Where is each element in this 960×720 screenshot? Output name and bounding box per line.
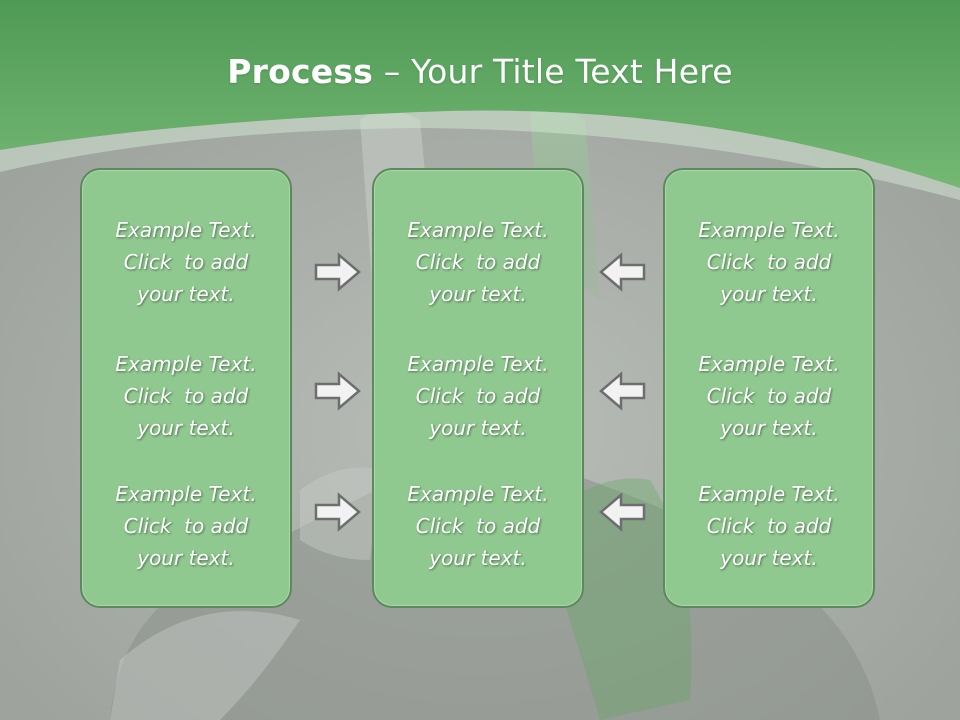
text-placeholder[interactable]: Example Text. Click to add your text.	[82, 214, 290, 310]
text-line: Click to add	[415, 514, 541, 538]
right-arrow-icon[interactable]	[313, 370, 363, 412]
text-placeholder[interactable]: Example Text. Click to add your text.	[82, 478, 290, 574]
right-arrow-icon[interactable]	[313, 251, 363, 293]
text-line: Click to add	[706, 384, 832, 408]
text-line: Click to add	[415, 384, 541, 408]
left-text-box[interactable]: Example Text. Click to add your text. Ex…	[80, 168, 292, 608]
title-rest-part: – Your Title Text Here	[373, 52, 733, 91]
text-line: your text.	[137, 282, 235, 306]
text-line: Example Text.	[407, 352, 549, 376]
text-line: Example Text.	[115, 218, 257, 242]
text-line: your text.	[720, 546, 818, 570]
center-text-box[interactable]: Example Text. Click to add your text. Ex…	[372, 168, 584, 608]
title-bold-part: Process	[227, 52, 374, 91]
left-arrow-icon[interactable]	[597, 491, 647, 533]
text-placeholder[interactable]: Example Text. Click to add your text.	[665, 478, 873, 574]
right-arrow-icon[interactable]	[313, 491, 363, 533]
text-line: Example Text.	[407, 218, 549, 242]
text-line: your text.	[429, 416, 527, 440]
header-band	[0, 0, 960, 200]
left-arrow-icon[interactable]	[597, 251, 647, 293]
text-placeholder[interactable]: Example Text. Click to add your text.	[374, 348, 582, 444]
right-text-box[interactable]: Example Text. Click to add your text. Ex…	[663, 168, 875, 608]
text-placeholder[interactable]: Example Text. Click to add your text.	[665, 214, 873, 310]
left-arrow-icon[interactable]	[597, 370, 647, 412]
text-line: your text.	[429, 282, 527, 306]
text-line: your text.	[137, 416, 235, 440]
text-line: your text.	[720, 282, 818, 306]
text-line: your text.	[720, 416, 818, 440]
text-line: Example Text.	[407, 482, 549, 506]
text-line: Click to add	[123, 384, 249, 408]
text-line: Click to add	[123, 514, 249, 538]
slide-title[interactable]: Process – Your Title Text Here	[0, 52, 960, 91]
text-line: Example Text.	[698, 352, 840, 376]
text-line: Example Text.	[115, 352, 257, 376]
text-placeholder[interactable]: Example Text. Click to add your text.	[82, 348, 290, 444]
text-placeholder[interactable]: Example Text. Click to add your text.	[374, 478, 582, 574]
text-line: Click to add	[123, 250, 249, 274]
text-line: Click to add	[415, 250, 541, 274]
text-placeholder[interactable]: Example Text. Click to add your text.	[374, 214, 582, 310]
text-line: your text.	[429, 546, 527, 570]
text-line: Example Text.	[115, 482, 257, 506]
text-line: Example Text.	[698, 482, 840, 506]
text-line: your text.	[137, 546, 235, 570]
text-line: Click to add	[706, 250, 832, 274]
text-line: Click to add	[706, 514, 832, 538]
text-line: Example Text.	[698, 218, 840, 242]
text-placeholder[interactable]: Example Text. Click to add your text.	[665, 348, 873, 444]
